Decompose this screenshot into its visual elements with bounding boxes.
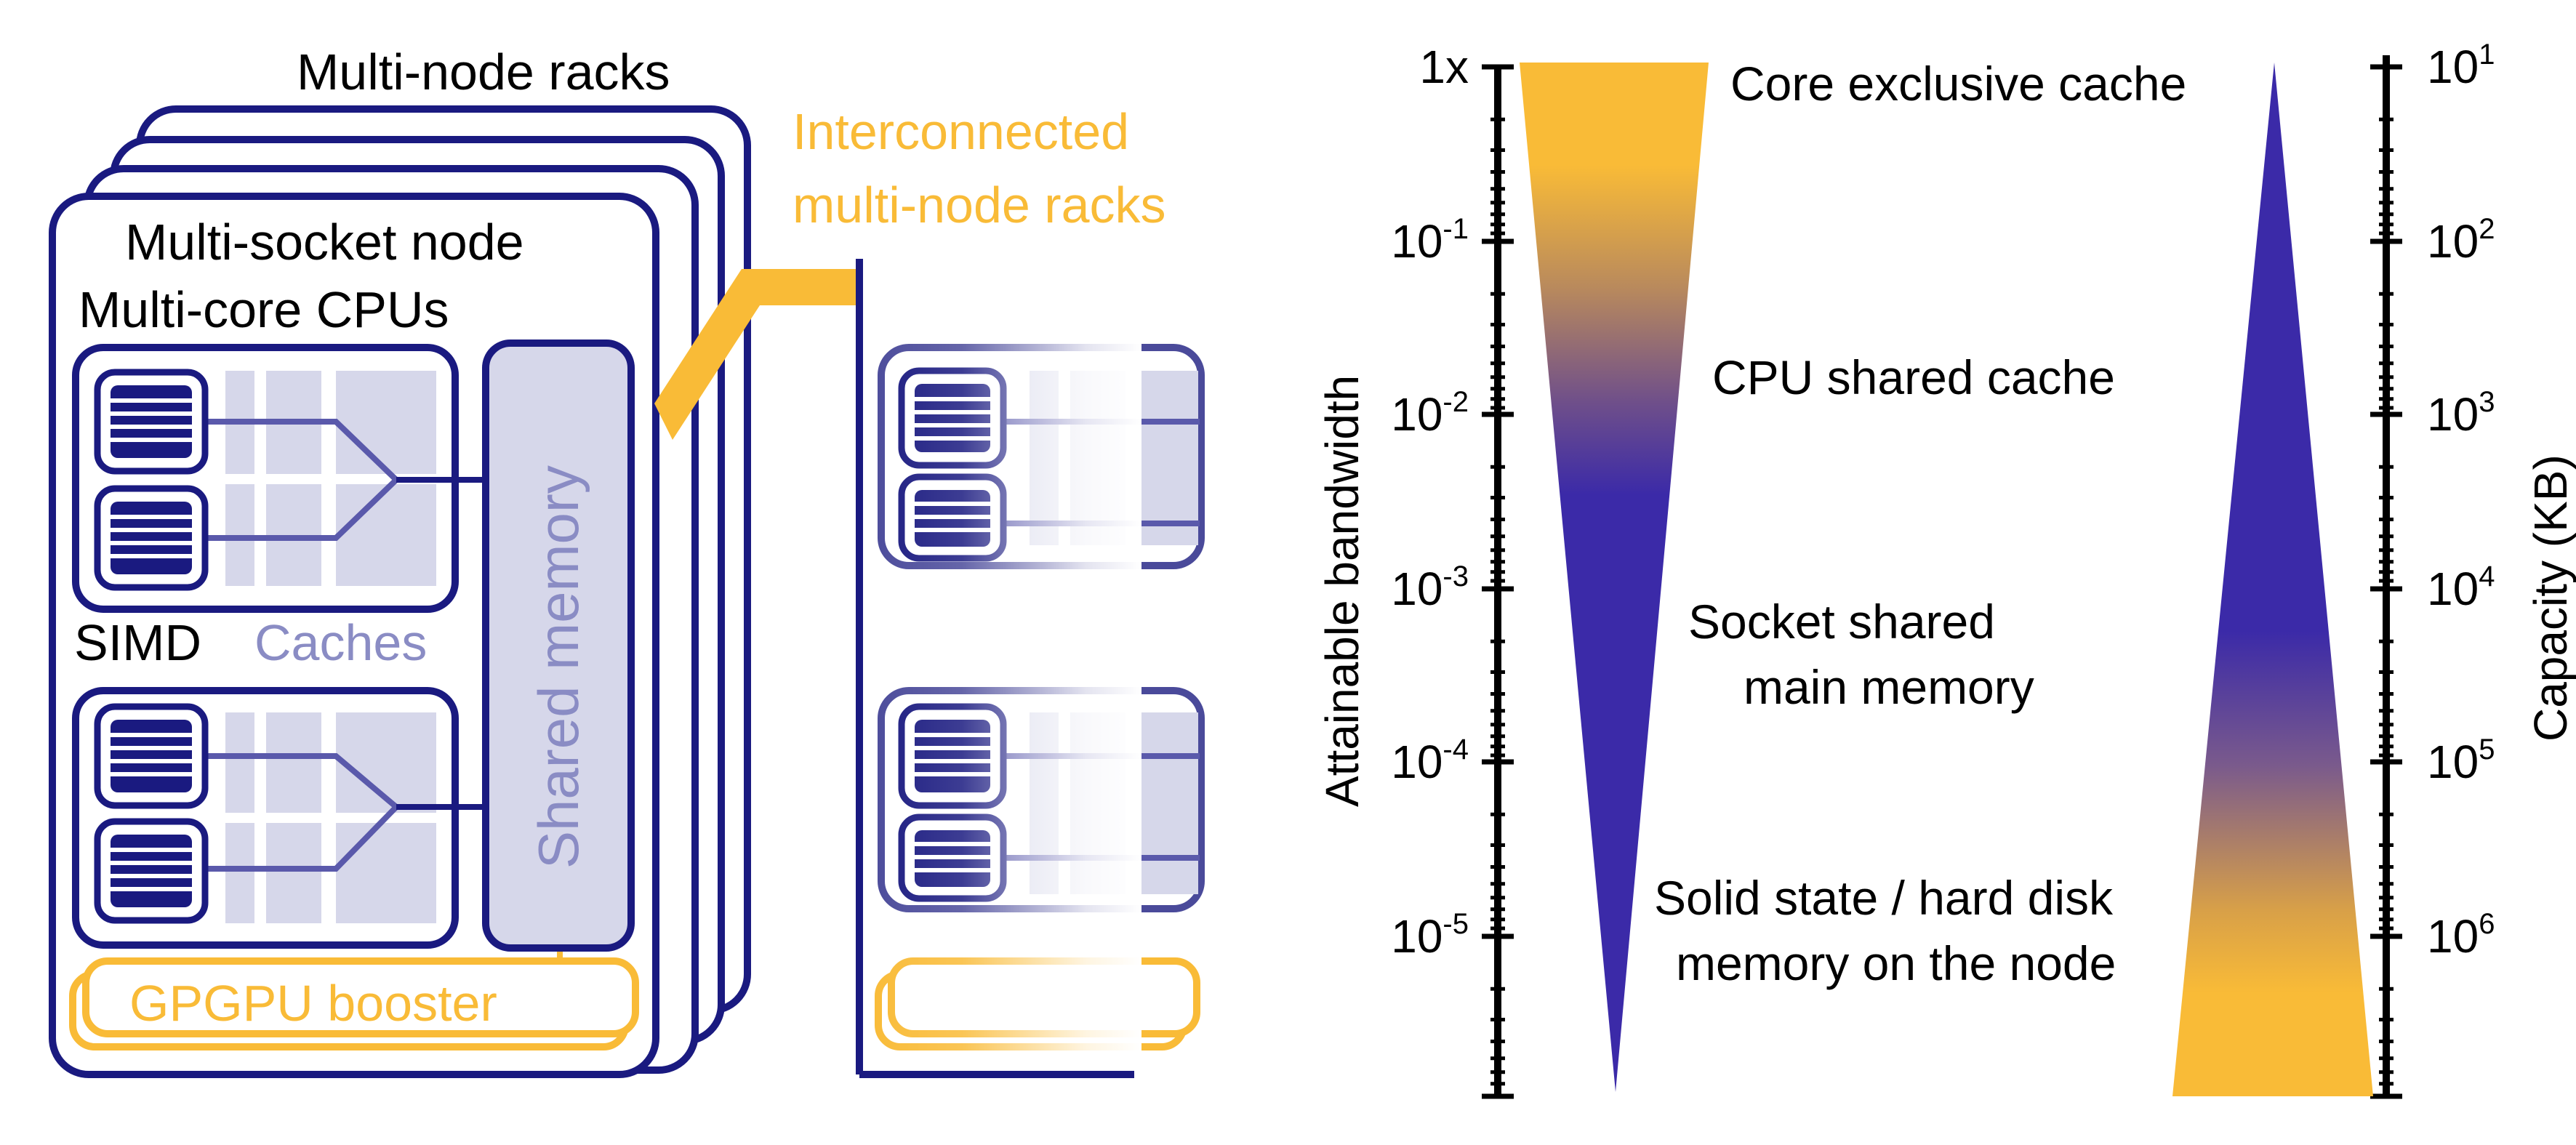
capacity-axis: 101 102 103 104 105 106 <box>2370 39 2495 1099</box>
gpgpu-booster <box>82 957 639 1037</box>
capacity-tick-label: 101 <box>2427 39 2495 93</box>
bandwidth-tick-label: 10-3 <box>1391 561 1469 615</box>
bandwidth-tick-label: 10-5 <box>1391 908 1469 963</box>
caches-label: Caches <box>254 614 427 671</box>
neighbor-rack <box>859 320 1205 1078</box>
simd-label: SIMD <box>74 614 201 671</box>
gpgpu-label: GPGPU booster <box>129 975 497 1032</box>
cache-gap <box>225 813 436 823</box>
level-cpu-cache: CPU shared cache <box>1712 350 2115 404</box>
capacity-tick-label: 105 <box>2427 734 2495 788</box>
interconnected-label-line1: Interconnected <box>793 103 1129 160</box>
shared-memory-block <box>482 340 635 952</box>
interconnected-label-line2: multi-node racks <box>793 177 1166 233</box>
capacity-tick-label: 106 <box>2427 908 2495 963</box>
level-core-cache: Core exclusive cache <box>1730 57 2186 111</box>
bandwidth-axis-label: Attainable bandwidth <box>1316 375 1368 807</box>
bandwidth-tick-label: 10-4 <box>1391 734 1469 788</box>
node-label: Multi-socket node <box>125 214 524 270</box>
level-socket-memory-line1: Socket shared <box>1688 595 1995 648</box>
capacity-triangle <box>2172 63 2373 1096</box>
racks-label: Multi-node racks <box>297 44 670 100</box>
shared-memory-label: Shared memory <box>526 465 590 869</box>
cpu-1 <box>72 344 486 613</box>
interconnect-link <box>654 269 858 440</box>
cpus-label: Multi-core CPUs <box>79 281 449 338</box>
core <box>94 818 209 924</box>
capacity-tick-label: 104 <box>2427 561 2495 615</box>
level-socket-memory-line2: main memory <box>1744 660 2034 714</box>
level-disk-line1: Solid state / hard disk <box>1654 871 2114 925</box>
cpu-2 <box>72 687 486 949</box>
bandwidth-axis: 1x 10-1 10-2 10-3 10-4 10-5 <box>1391 41 1514 1099</box>
level-disk-line2: memory on the node <box>1676 936 2116 990</box>
core <box>94 485 209 591</box>
memory-hierarchy: 1x 10-1 10-2 10-3 10-4 10-5 Attainable bandwi… <box>1316 39 2576 1099</box>
bandwidth-tick-label: 10-1 <box>1391 213 1469 268</box>
capacity-tick-label: 102 <box>2427 213 2495 268</box>
neighbor-fade <box>865 320 1141 1069</box>
core <box>94 369 209 475</box>
capacity-axis-label: Capacity (KB) <box>2524 454 2576 742</box>
bandwidth-triangle <box>1520 63 1709 1092</box>
hardware-diagram: Multi-node racks Interconnected multi-no… <box>49 44 1205 1078</box>
bandwidth-tick-label: 1x <box>1419 41 1469 93</box>
bandwidth-tick-label: 10-2 <box>1391 386 1469 441</box>
cache-gap <box>225 474 436 484</box>
core <box>94 703 209 809</box>
capacity-tick-label: 103 <box>2427 386 2495 441</box>
